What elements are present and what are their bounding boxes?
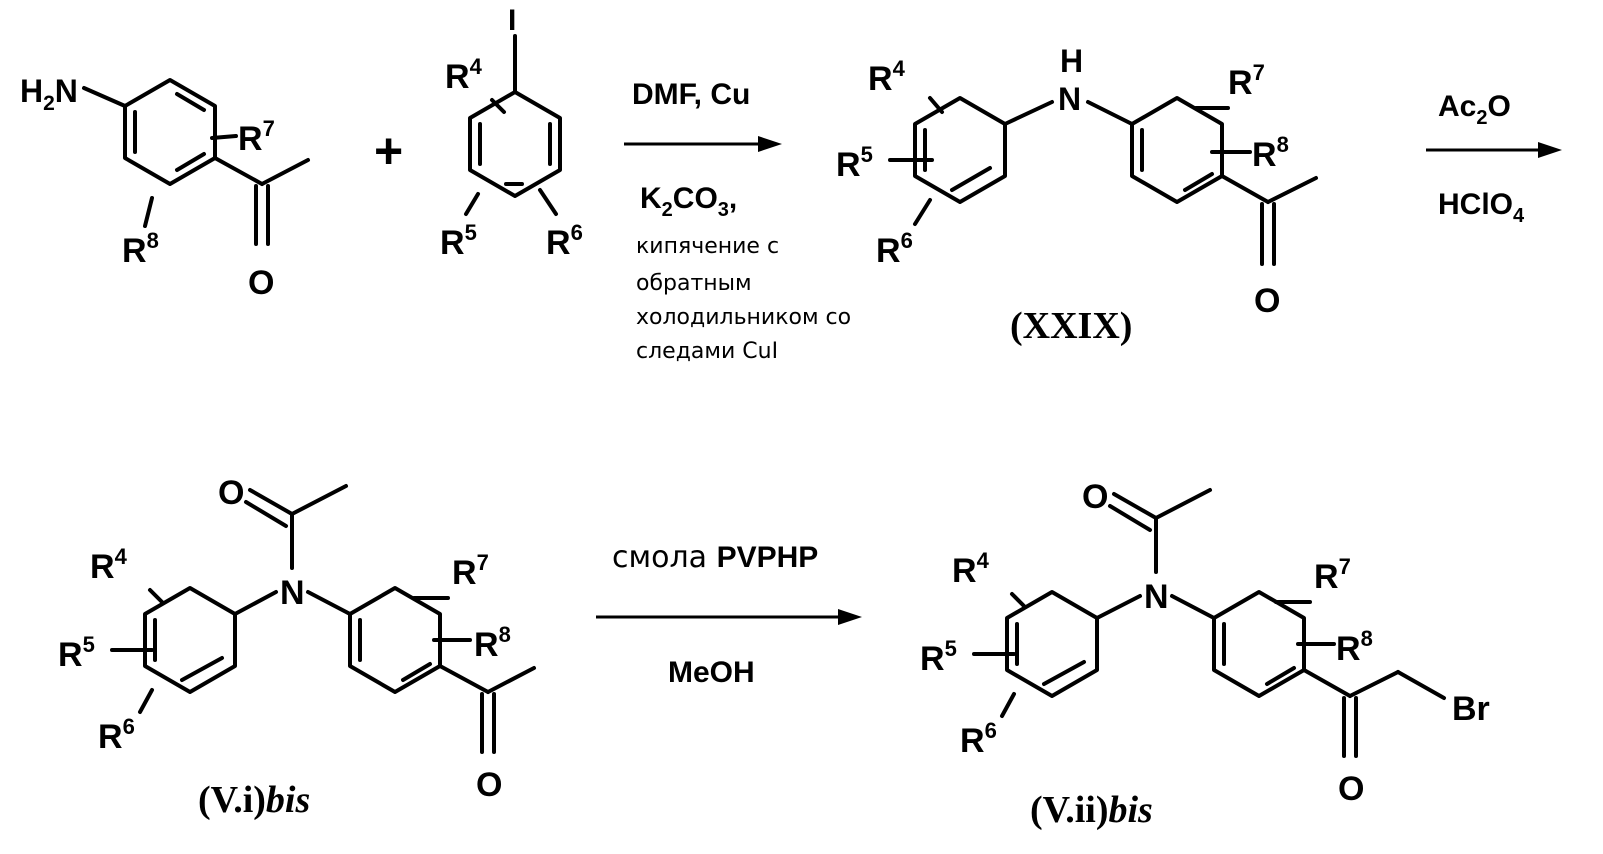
xxix-r7: R7 [1228, 60, 1265, 102]
arrow2-reagents-top: Ac2O [1438, 90, 1511, 129]
xxix-nh-h: H [1060, 43, 1083, 79]
iodoarene-iodine: I [508, 4, 516, 37]
v-i-r4: R4 [90, 544, 128, 586]
arrow2-reagents-bottom: HClO4 [1438, 188, 1525, 227]
v-i-nitrogen: N [280, 574, 305, 612]
aniline-ketone-oxygen: O [248, 264, 274, 302]
conditions-line-3: холодильником со [636, 305, 851, 330]
conditions-line-1: кипячение с [636, 234, 779, 259]
v-i-label: (V.i)bis [198, 779, 310, 821]
xxix-r4: R4 [868, 56, 906, 98]
amine-h: H [20, 73, 43, 109]
xxix-bonds [890, 98, 1316, 264]
aniline-bonds [84, 80, 308, 244]
arrow3-reagents-bottom: MeOH [668, 656, 755, 689]
v-ii-acetyl-oxygen: O [1082, 478, 1108, 516]
plus-sign: + [374, 123, 403, 179]
v-i-r7: R7 [452, 550, 489, 592]
iodoarene-r4: R4 [445, 54, 483, 96]
compound-v-i-bis: N O O R4 R5 R6 R7 R8 (V.i)bis [58, 474, 534, 821]
arrow1-conditions: кипячение с обратным холодильником со сл… [636, 234, 851, 364]
v-i-r5: R5 [58, 632, 95, 674]
v-ii-ketone-oxygen: O [1338, 770, 1364, 808]
iodoarene-r6: R6 [546, 220, 583, 262]
v-ii-bonds [974, 490, 1444, 756]
compound-v-ii-bis: N O O Br R4 R5 R6 R7 R8 (V.ii)bis [920, 478, 1490, 831]
arrow1-reagents-bottom: K2CO3, [640, 182, 737, 221]
v-i-bonds [112, 486, 534, 752]
arrow3-reagents-top: смола PVPHP [612, 540, 818, 575]
xxix-r8: R8 [1252, 132, 1289, 174]
v-i-ketone-oxygen: O [476, 766, 502, 804]
v-i-acetyl-oxygen: O [218, 474, 244, 512]
reaction-arrow-1 [624, 136, 782, 152]
reaction-arrow-2 [1426, 142, 1562, 158]
v-ii-r8: R8 [1336, 626, 1373, 668]
compound-xxix: H N O R4 R5 R6 R7 R8 (XXIX) [836, 43, 1316, 347]
xxix-ketone-oxygen: O [1254, 282, 1280, 320]
v-ii-r5: R5 [920, 636, 957, 678]
amine-n: N [55, 73, 78, 109]
v-i-r6: R6 [98, 714, 135, 756]
xxix-r6: R6 [876, 228, 913, 270]
xxix-nh-n: N [1058, 81, 1081, 117]
v-ii-r6: R6 [960, 718, 997, 760]
v-ii-nitrogen: N [1144, 578, 1169, 616]
amine-h-subscript: 2 [43, 92, 55, 115]
compound-iodoarene: I R4 R5 R6 [440, 4, 583, 262]
conditions-line-4: следами CuI [636, 339, 778, 364]
conditions-line-2: обратным [636, 271, 752, 296]
iodoarene-r5: R5 [440, 220, 477, 262]
v-ii-r7: R7 [1314, 554, 1351, 596]
v-ii-r4: R4 [952, 548, 990, 590]
v-ii-label: (V.ii)bis [1030, 789, 1153, 831]
xxix-r5: R5 [836, 142, 873, 184]
compound-aniline: H2N O R7 R8 [20, 73, 308, 302]
aniline-r7: R7 [238, 116, 275, 158]
arrow1-reagents-top: DMF, Cu [632, 78, 750, 111]
aniline-amine: H2N [20, 73, 78, 115]
v-ii-bromine: Br [1452, 690, 1490, 728]
reaction-arrow-3 [596, 609, 862, 625]
aniline-r8: R8 [122, 228, 159, 270]
xxix-label: (XXIX) [1010, 305, 1132, 347]
v-i-r8: R8 [474, 622, 511, 664]
